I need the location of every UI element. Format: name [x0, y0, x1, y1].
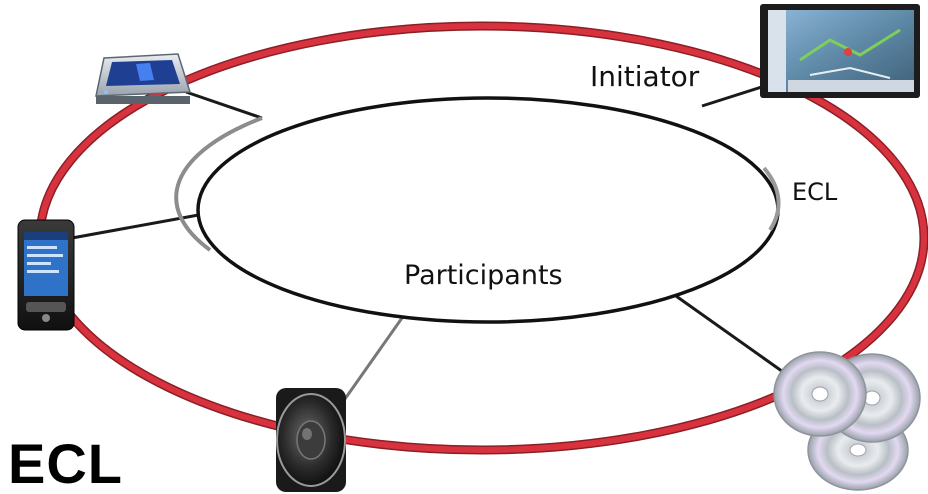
connector-navigation: [701, 83, 769, 108]
connector-speaker: [338, 317, 404, 407]
inner-ring-left-shade: [174, 116, 263, 252]
initiator-label: Initiator: [590, 60, 700, 93]
speaker-icon: [276, 388, 346, 492]
navigation-screen-icon: [760, 4, 920, 98]
disc-stack-icon: [773, 351, 921, 491]
connector-discs: [675, 294, 787, 376]
ecl-ring-label: ECL: [792, 178, 838, 206]
pda-phone-icon: [17, 219, 75, 331]
page-title: ECL: [8, 432, 123, 494]
connector-router: [185, 90, 263, 120]
router-icon: [95, 53, 192, 104]
participants-label: Participants: [404, 260, 563, 291]
inner-ring-right-shade: [762, 166, 781, 232]
